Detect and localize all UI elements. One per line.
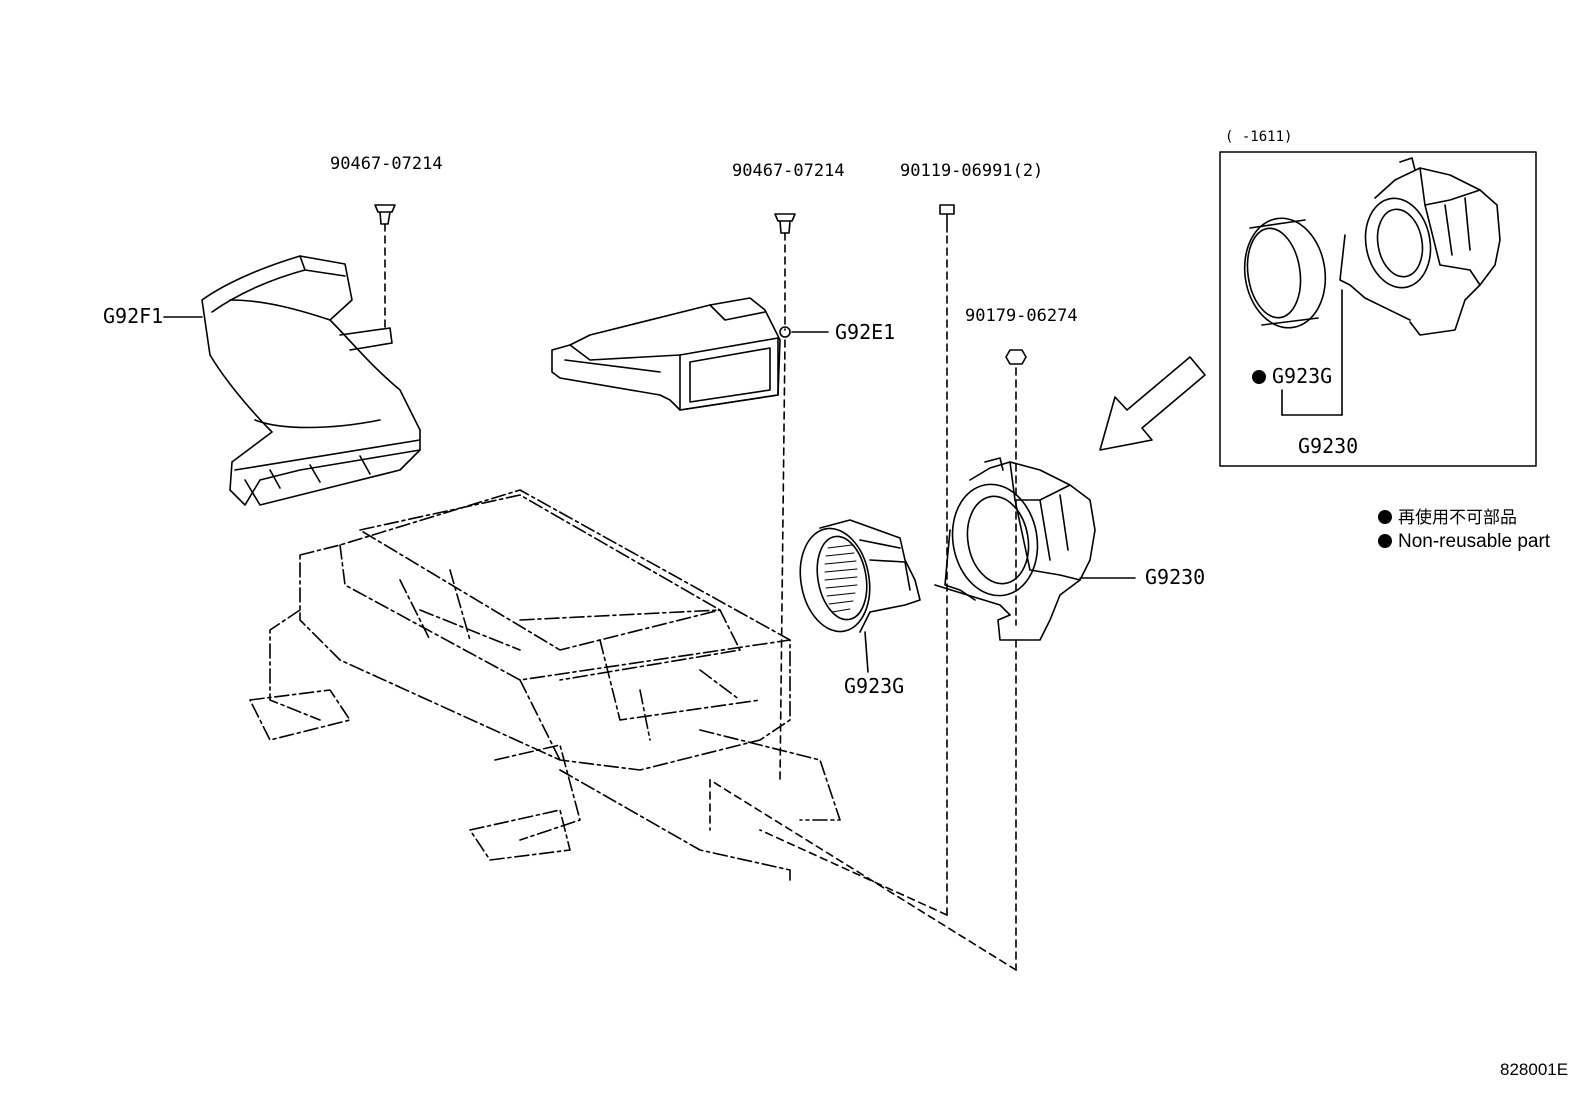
inset-blower: [1282, 158, 1500, 415]
nut-fastener: [710, 350, 1026, 970]
callout-clip-center: 90467-07214: [732, 161, 845, 181]
duct-g92f1: [202, 256, 420, 505]
figure-code: 828001E: [1500, 1060, 1569, 1079]
leader-g923g: [865, 632, 868, 672]
inset-frame: [1220, 152, 1536, 466]
legend-english-text: Non-reusable part: [1398, 531, 1551, 552]
callout-duct-center: G92E1: [835, 320, 896, 344]
legend-dot-icon: [1378, 510, 1392, 524]
clip-fastener-center: [775, 214, 795, 780]
legend-japanese-text: 再使用不可部品: [1398, 508, 1517, 527]
blower-g9230: [935, 458, 1135, 640]
inset-seal-text: G923G: [1272, 364, 1333, 388]
callout-nut: 90179-06274: [965, 306, 1078, 326]
legend-dot-icon-2: [1378, 534, 1392, 548]
clip-fastener-left: [375, 205, 395, 330]
inset-seal-label: G923G: [1252, 366, 1332, 386]
inset-blower-label: G9230: [1298, 434, 1359, 458]
inset-range-label: ( -1611): [1225, 129, 1293, 145]
callout-blower: G9230: [1145, 565, 1206, 589]
legend-english: Non-reusable part: [1378, 532, 1550, 551]
seal-g923g: [792, 520, 920, 637]
callout-seal: G923G: [844, 674, 905, 698]
battery-assembly: [250, 490, 840, 880]
bolt-fastener: [760, 205, 954, 915]
direction-arrow: [1100, 357, 1205, 450]
callout-duct-left: G92F1: [103, 304, 164, 328]
callout-bolt: 90119-06991(2): [900, 161, 1044, 181]
callout-clip-left: 90467-07214: [330, 154, 443, 174]
non-reusable-dot-icon: [1252, 370, 1266, 384]
legend-japanese: 再使用不可部品: [1378, 509, 1517, 526]
inset-seal: [1238, 213, 1333, 415]
duct-g92e1: [552, 298, 790, 410]
